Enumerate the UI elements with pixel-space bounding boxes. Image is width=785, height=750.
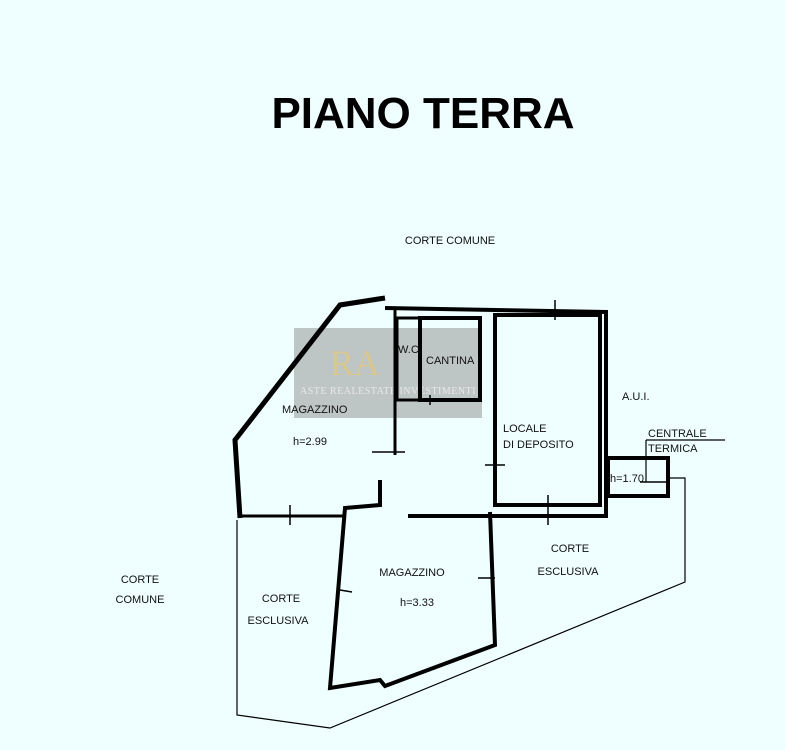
plan-title: PIANO TERRA <box>271 89 574 138</box>
label-corte-comune-left: CORTE <box>121 574 159 586</box>
label-magazzino-2: MAGAZZINO <box>379 567 445 579</box>
label-termica: TERMICA <box>648 443 698 455</box>
label-locale: LOCALE <box>503 423 546 435</box>
wall-top <box>384 306 608 314</box>
label-corte-esclusiva-right: CORTE <box>551 543 589 555</box>
label-di-deposito: DI DEPOSITO <box>503 439 574 451</box>
label-centrale-height: h=1.70 <box>610 473 644 485</box>
centrale-walls <box>606 456 670 498</box>
label-corte-esclusiva-left: CORTE <box>262 593 300 605</box>
label-magazzino-2-height: h=3.33 <box>400 597 434 609</box>
locale-walls <box>493 313 602 507</box>
label-corte-comune-left-2: COMUNE <box>116 594 165 606</box>
label-centrale: CENTRALE <box>648 428 707 440</box>
watermark-logo: RA <box>330 343 380 383</box>
walls <box>232 295 725 729</box>
watermark-text: ASTE REALESTATE INVESTIMENTI <box>300 386 476 397</box>
label-corte-esclusiva-right-2: ESCLUSIVA <box>538 566 600 578</box>
corte-boundary-lines <box>236 439 725 729</box>
wc-walls <box>395 316 422 402</box>
room-labels: CORTE COMUNE CORTE COMUNE W.C. CANTINA M… <box>116 235 707 627</box>
label-cantina: CANTINA <box>426 355 475 367</box>
watermark-box <box>294 328 482 418</box>
wall-diagonal <box>232 295 386 519</box>
door-marks <box>289 300 670 593</box>
watermark: RA ASTE REALESTATE INVESTIMENTI <box>294 328 482 418</box>
label-wc: W.C. <box>398 344 422 356</box>
label-aui: A.U.I. <box>622 391 650 403</box>
label-corte-esclusiva-left-2: ESCLUSIVA <box>248 615 310 627</box>
label-magazzino-1-height: h=2.99 <box>293 436 327 448</box>
label-magazzino-1: MAGAZZINO <box>282 404 348 416</box>
label-corte-comune-top: CORTE COMUNE <box>405 235 495 247</box>
wall-magazzino-2 <box>327 480 498 691</box>
